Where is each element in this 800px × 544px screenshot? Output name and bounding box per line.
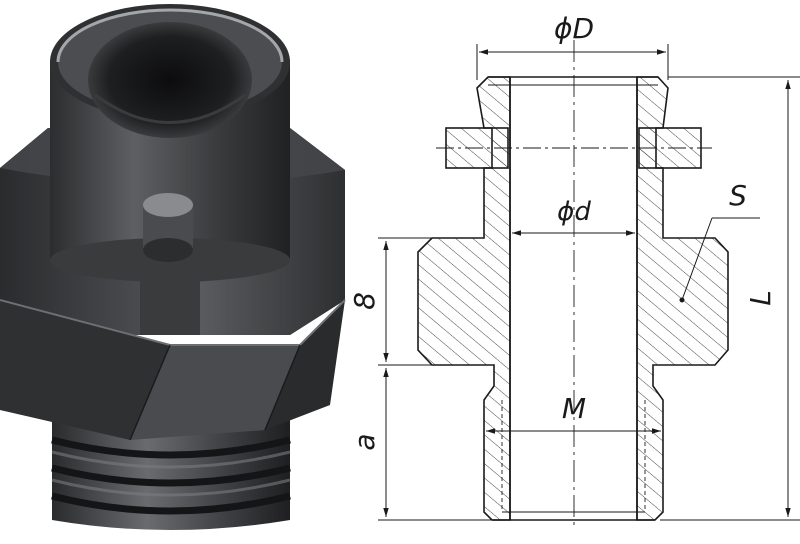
label-total-length: L [744, 290, 777, 306]
dim-outer-diameter [476, 44, 669, 80]
dimension-labels: ϕD ϕd M S L 8 a [348, 12, 777, 451]
label-inner-diameter: ϕd [557, 197, 591, 227]
label-hex-size: S [729, 179, 747, 212]
label-hex-height: 8 [348, 292, 381, 310]
label-thread: M [562, 392, 586, 425]
label-outer-diameter: ϕD [554, 12, 594, 45]
technical-drawing [378, 40, 800, 530]
dim-thread-length [378, 368, 492, 521]
dim-hex-height [378, 237, 432, 366]
render-thread [51, 420, 291, 530]
render-bore [88, 22, 252, 138]
dim-hex-size-leader [679, 217, 760, 303]
dim-total-length [660, 76, 800, 521]
label-thread-length: a [348, 433, 381, 450]
render-pin [143, 193, 193, 262]
fitting-render [0, 4, 346, 530]
render-top-face [50, 4, 290, 138]
